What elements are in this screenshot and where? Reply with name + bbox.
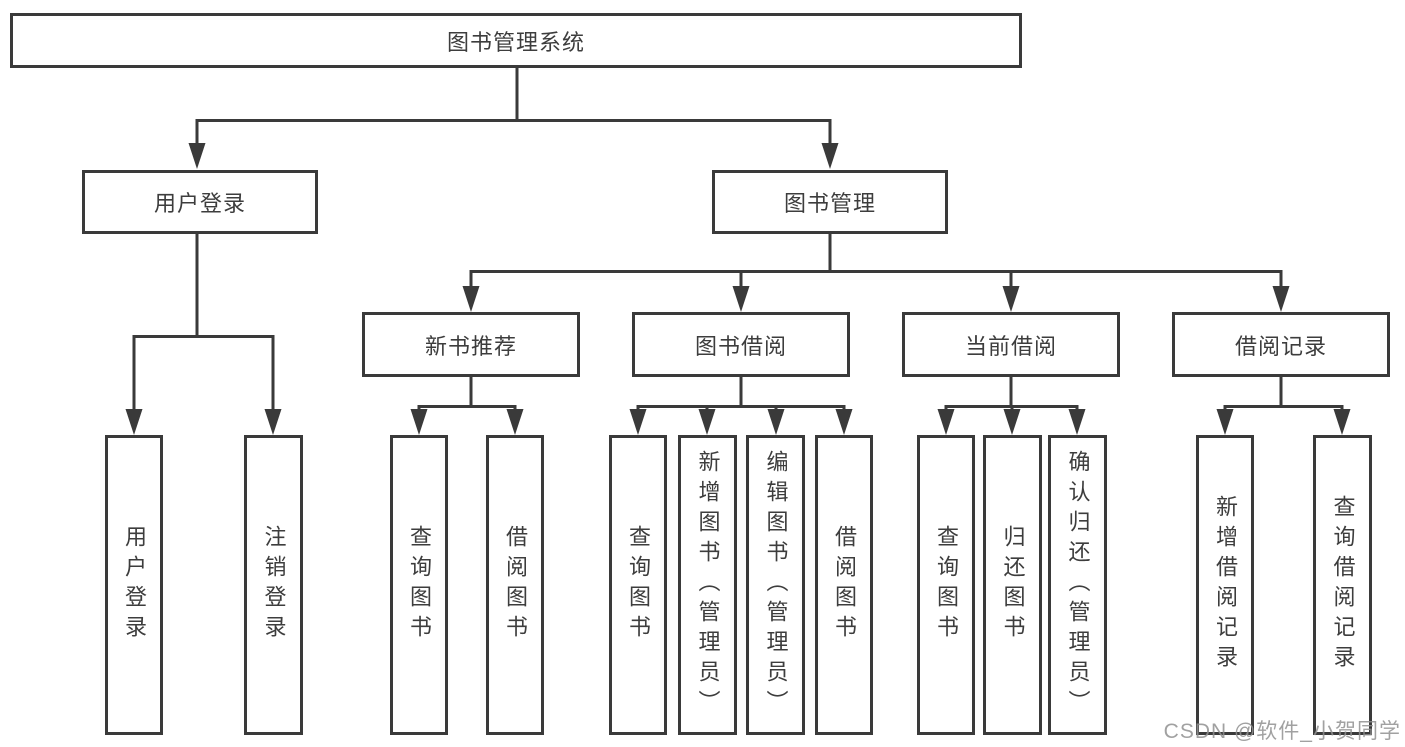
leaf-current-confirm-return-admin-label: 确认归还（管理员） [1065,450,1091,720]
leaf-logout: 注销登录 [244,435,303,735]
connector-root [195,68,832,146]
leaf-current-query-book-label: 查询图书 [934,525,959,645]
leaf-logout-label: 注销登录 [261,525,287,645]
connector-borrow-records [1223,377,1344,413]
leaf-current-return-book-label: 归还图书 [1000,525,1026,645]
leaf-records-query-record: 查询借阅记录 [1313,435,1372,735]
leaf-borrow-query-book-label: 查询图书 [626,525,651,645]
connector-user-login [132,234,275,413]
node-borrow-records-label: 借阅记录 [1234,333,1327,359]
leaf-recommend-query-book-label: 查询图书 [407,525,432,645]
node-current-borrow-label: 当前借阅 [964,333,1057,359]
arrowheads [125,143,1351,435]
leaf-borrow-add-book-admin: 新增图书（管理员） [678,435,737,735]
leaf-records-add-record: 新增借阅记录 [1196,435,1254,735]
node-book-borrow: 图书借阅 [632,312,850,377]
node-book-management-label: 图书管理 [783,191,876,216]
leaf-current-return-book: 归还图书 [983,435,1042,735]
connector-current-borrow [944,377,1079,413]
leaf-borrow-add-book-admin-label: 新增图书（管理员） [695,450,721,720]
leaf-borrow-query-book: 查询图书 [609,435,667,735]
leaf-user-login-label: 用户登录 [122,525,147,645]
leaf-recommend-borrow-book: 借阅图书 [486,435,544,735]
leaf-borrow-borrow-book: 借阅图书 [815,435,873,735]
node-user-login: 用户登录 [82,170,318,234]
connector-book-borrow [636,377,846,413]
leaf-borrow-edit-book-admin-label: 编辑图书（管理员） [763,450,789,720]
connector-book-management [469,234,1283,290]
leaf-current-query-book: 查询图书 [917,435,975,735]
watermark: CSDN @软件_小贺同学 [1163,720,1401,743]
node-root-label: 图书管理系统 [446,29,585,55]
leaf-borrow-edit-book-admin: 编辑图书（管理员） [746,435,805,735]
node-new-book-recommend-label: 新书推荐 [424,333,517,359]
leaf-records-query-record-label: 查询借阅记录 [1330,495,1356,675]
leaf-borrow-borrow-book-label: 借阅图书 [832,525,857,645]
node-root: 图书管理系统 [10,13,1022,68]
leaf-records-add-record-label: 新增借阅记录 [1213,495,1238,675]
leaf-recommend-query-book: 查询图书 [390,435,448,735]
leaf-recommend-borrow-book-label: 借阅图书 [503,525,528,645]
leaf-user-login: 用户登录 [105,435,163,735]
connector-new-book-recommend [417,377,517,413]
node-current-borrow: 当前借阅 [902,312,1120,377]
node-new-book-recommend: 新书推荐 [362,312,580,377]
node-user-login-label: 用户登录 [153,191,246,216]
node-book-borrow-label: 图书借阅 [694,333,787,359]
node-book-management: 图书管理 [712,170,948,234]
node-borrow-records: 借阅记录 [1172,312,1390,377]
leaf-current-confirm-return-admin: 确认归还（管理员） [1048,435,1107,735]
